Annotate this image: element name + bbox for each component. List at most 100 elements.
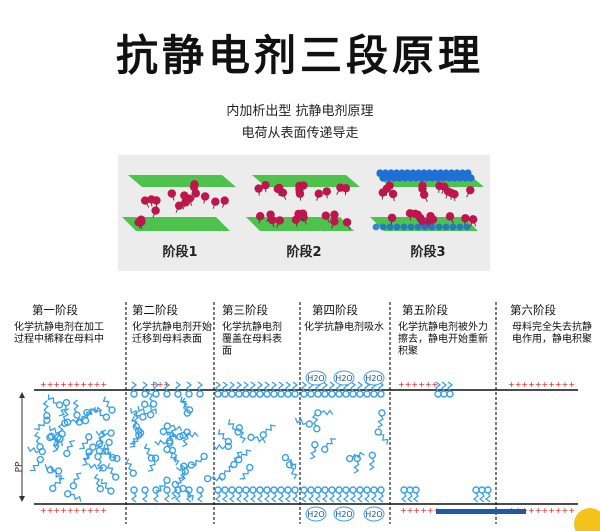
antistatic-molecule xyxy=(129,431,143,448)
antistatic-molecule xyxy=(284,381,292,398)
surface-molecule xyxy=(463,223,471,231)
bottom-film xyxy=(122,217,230,231)
antistatic-molecule xyxy=(95,435,105,455)
static-charge-plus: ++++++++++ xyxy=(40,506,107,515)
antistatic-molecule xyxy=(147,454,160,472)
antistatic-molecule xyxy=(328,381,336,398)
molecule-head xyxy=(266,210,275,219)
water-label: H2O xyxy=(335,374,352,383)
water-droplet xyxy=(333,506,355,522)
water-droplet xyxy=(305,370,327,386)
stage-figure-3: 阶段3 xyxy=(366,155,490,271)
molecule-head xyxy=(466,185,475,195)
arrow-head-down xyxy=(19,496,25,502)
antistatic-molecule xyxy=(42,400,51,420)
antistatic-molecule xyxy=(472,486,480,503)
surface-molecule xyxy=(379,174,387,182)
antistatic-molecule xyxy=(321,381,329,398)
surface-molecule xyxy=(456,174,464,182)
molecule-head xyxy=(298,209,308,218)
antistatic-molecule xyxy=(291,381,299,398)
column-2-description: 化学抗静电剂开始 迁移到母料表面 xyxy=(132,322,212,346)
molecule-head xyxy=(174,201,184,210)
water-droplet xyxy=(305,506,327,522)
column-5-title: 第五阶段 xyxy=(402,303,448,317)
antistatic-molecule xyxy=(141,400,157,415)
molecule-head xyxy=(256,212,265,221)
page-title: 抗静电剂三段原理 xyxy=(115,31,484,80)
column-1-description: 化学抗静电剂在加工 过程中稀释在母料中 xyxy=(14,322,104,346)
antistatic-molecule xyxy=(294,417,314,428)
antistatic-molecule xyxy=(214,381,222,398)
antistatic-molecule xyxy=(363,486,371,503)
antistatic-molecule xyxy=(29,455,44,472)
surface-molecule xyxy=(467,174,475,182)
molecule-head xyxy=(419,190,429,199)
molecule-head xyxy=(336,183,345,192)
antistatic-molecule xyxy=(314,486,322,503)
antistatic-molecule xyxy=(328,486,336,503)
antistatic-molecule xyxy=(309,440,319,460)
stage-figure-1: 阶段1 xyxy=(118,155,242,271)
molecule-head xyxy=(342,218,352,227)
column-5-desc-line: 化学抗静电剂被外力 xyxy=(398,322,488,333)
antistatic-molecule xyxy=(291,486,299,503)
antistatic-molecule xyxy=(321,486,329,503)
molecule-head xyxy=(330,210,339,219)
antistatic-molecule xyxy=(141,381,149,398)
antistatic-molecule xyxy=(152,381,160,398)
static-charge-plus: +++ xyxy=(150,380,170,389)
stage-2-label: 阶段2 xyxy=(286,245,322,260)
antistatic-molecule xyxy=(185,381,193,398)
antistatic-molecule xyxy=(94,452,104,472)
surface-molecule xyxy=(400,223,408,231)
column-6-desc-line: 母料完全失去抗静 xyxy=(512,322,592,333)
column-2-desc-line: 迁移到母料表面 xyxy=(132,334,202,345)
surface-molecule xyxy=(449,223,457,231)
surface-molecule xyxy=(428,174,437,182)
column-6-title: 第六阶段 xyxy=(510,303,556,317)
antistatic-molecule xyxy=(270,486,278,503)
antistatic-molecule xyxy=(88,463,107,472)
molecule-head xyxy=(147,195,156,204)
subtitle-line-2: 电荷从表面传递导走 xyxy=(241,126,359,141)
column-1-desc-line: 化学抗静电剂在加工 xyxy=(14,322,104,333)
arrow-head-up xyxy=(19,392,25,398)
molecule-head xyxy=(189,182,199,192)
column-2-desc-line: 化学抗静电剂开始 xyxy=(132,322,212,333)
antistatic-molecule xyxy=(249,486,257,503)
molecule-head xyxy=(388,189,398,199)
process-illustration: ++++++++++++++++++++++++++++++++++++++++… xyxy=(19,302,600,531)
antistatic-molecule xyxy=(400,486,408,503)
column-6-description: 母料完全失去抗静 电作用，静电积聚 xyxy=(512,322,592,346)
antistatic-molecule xyxy=(242,486,250,503)
surface-molecule xyxy=(417,174,426,182)
surface-molecule xyxy=(390,174,398,182)
antistatic-molecule xyxy=(247,433,266,444)
subtitle-line-1: 内加析出型 抗静电剂原理 xyxy=(226,104,374,119)
antistatic-molecule xyxy=(349,381,357,398)
antistatic-molecule xyxy=(129,429,145,445)
antistatic-molecule xyxy=(218,465,235,481)
antistatic-molecule xyxy=(48,425,66,438)
molecule-head xyxy=(446,188,456,198)
antistatic-molecule xyxy=(141,486,149,503)
molecule-head xyxy=(405,209,415,218)
antistatic-molecule xyxy=(46,466,62,481)
antistatic-molecule xyxy=(47,432,60,451)
surface-molecule xyxy=(401,174,409,182)
antistatic-molecule xyxy=(300,486,308,503)
molecule-head xyxy=(445,212,455,221)
antistatic-molecule xyxy=(256,381,264,398)
surface-molecule xyxy=(434,174,442,182)
antistatic-molecule xyxy=(58,398,71,417)
antistatic-molecule xyxy=(130,407,147,421)
antistatic-molecule xyxy=(125,458,137,477)
antistatic-molecule xyxy=(182,428,191,448)
antistatic-molecule xyxy=(143,443,156,462)
static-charge-plus: ++++++ xyxy=(398,380,438,389)
surface-molecule xyxy=(384,174,393,182)
antistatic-molecule xyxy=(235,381,243,398)
antistatic-molecule xyxy=(175,467,189,485)
antistatic-molecule xyxy=(175,461,195,472)
